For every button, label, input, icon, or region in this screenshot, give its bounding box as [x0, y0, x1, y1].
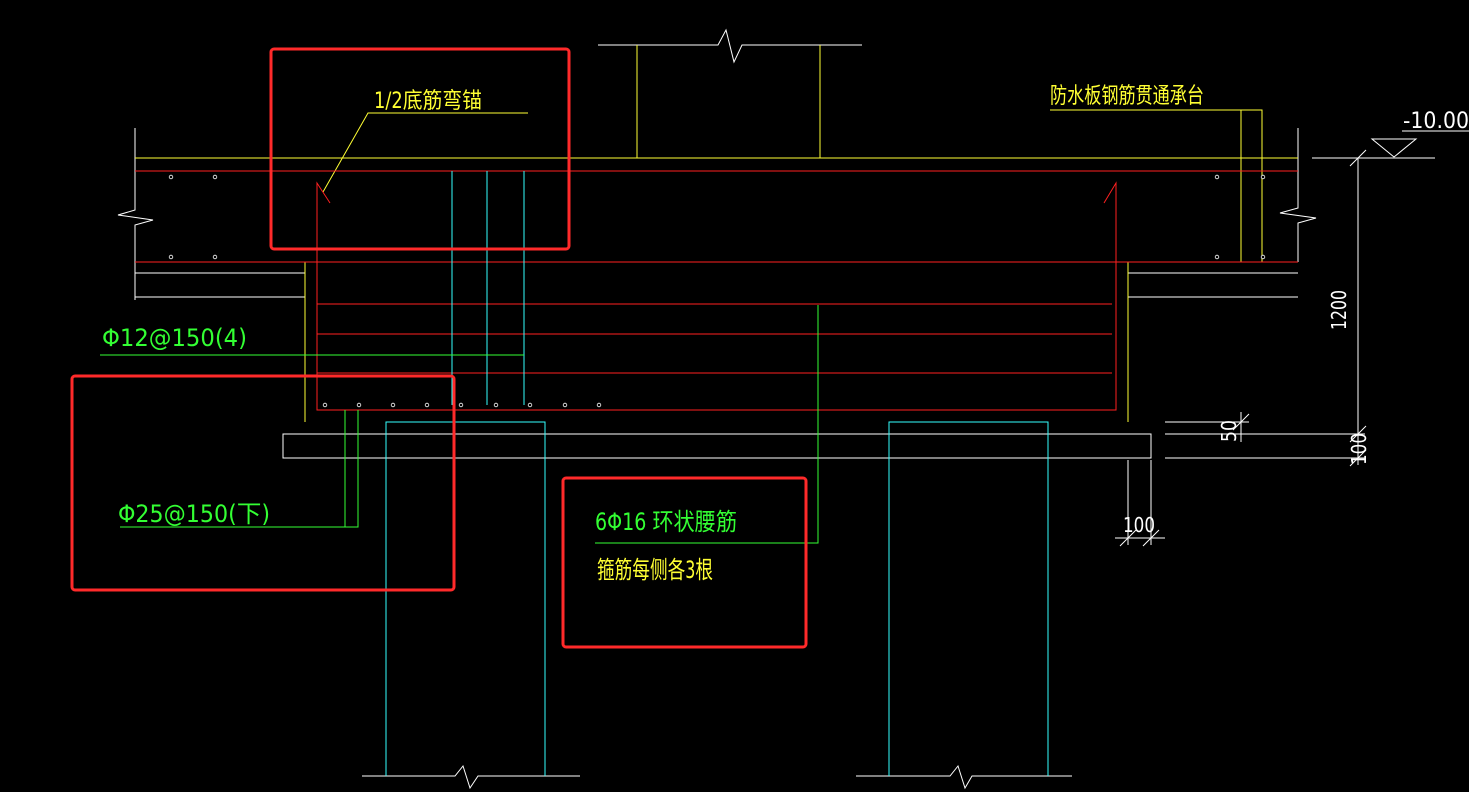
label-bottom-bar: Φ25@150(下): [118, 500, 270, 528]
highlight-boxes: [70, 47, 808, 649]
label-stirrup: Φ12@150(4): [102, 324, 247, 352]
dimension-depth: 1200: [1327, 290, 1351, 330]
highlight-box-bottom-bar-anchor: [269, 47, 571, 251]
concrete-outline: [117, 28, 1469, 790]
label-waist-bar-note: 箍筋每侧各3根: [597, 556, 713, 584]
rebar-red: [135, 170, 1298, 411]
label-waist-bar: 6Φ16 环状腰筋: [595, 508, 737, 536]
dimension-100-bottom: 100: [1123, 513, 1155, 537]
piles-and-cyan-lines: [385, 171, 1049, 776]
highlight-box-bottom-bar: [70, 374, 456, 592]
green-leaders: [100, 305, 819, 544]
annotations: 1/2底筋弯锚 防水板钢筋贯通承台 -10.00 Φ12@150(4) Φ25@…: [102, 84, 1469, 584]
highlight-box-waist-bar: [561, 476, 808, 649]
label-waterproof-slab: 防水板钢筋贯通承台: [1050, 84, 1204, 109]
rebar-dots: [168, 174, 1266, 408]
dimension-100-right: 100: [1347, 433, 1371, 465]
yellow-lines: [135, 45, 1298, 422]
label-elevation: -10.00: [1403, 109, 1469, 134]
label-bottom-bar-anchor: 1/2底筋弯锚: [374, 89, 482, 114]
dimension-50: 50: [1217, 420, 1241, 442]
